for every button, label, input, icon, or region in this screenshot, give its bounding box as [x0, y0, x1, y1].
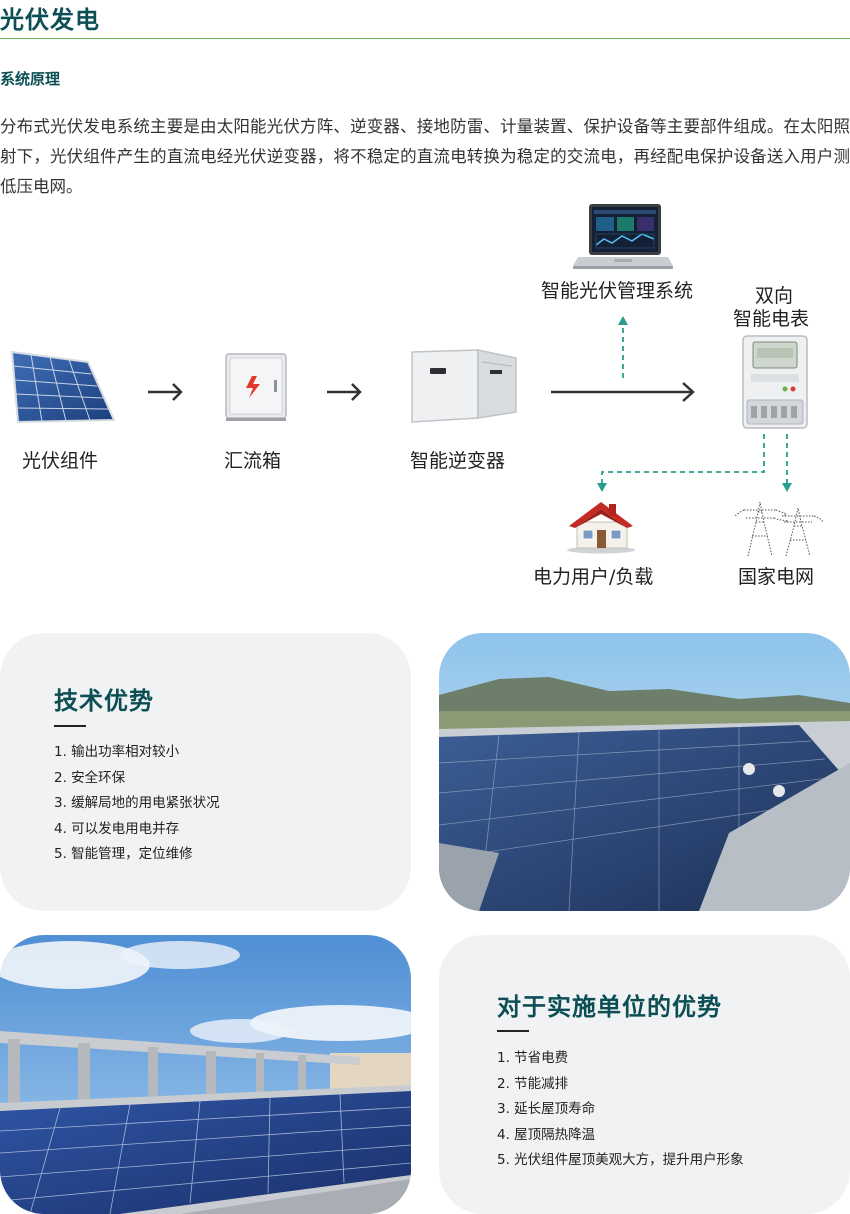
advantages-title-rule	[54, 725, 86, 727]
list-item: 3. 缓解局地的用电紧张状况	[54, 795, 220, 811]
advantages-title: 技术优势	[54, 687, 154, 715]
combiner-box-icon	[225, 353, 287, 421]
section-heading: 系统原理	[0, 70, 61, 88]
dashed-arrow-to-grid	[782, 434, 792, 492]
page-title: 光伏发电	[0, 6, 100, 34]
list-item: 4. 可以发电用电并存	[54, 820, 180, 837]
laptop-icon	[573, 204, 673, 269]
list-item: 1. 输出功率相对较小	[54, 744, 180, 760]
solar-panel-icon	[10, 350, 116, 424]
unit-benefits-list: 1. 节省电费 2. 节能减排 3. 延长屋顶寿命 4. 屋顶隔热降温 5. 光…	[497, 1046, 744, 1174]
flow-arrow-2	[327, 383, 362, 401]
house-icon	[567, 502, 635, 554]
advantages-list: 1. 输出功率相对较小 2. 安全环保 3. 缓解局地的用电紧张状况 4. 可以…	[54, 740, 220, 868]
management-system-label: 智能光伏管理系统	[541, 280, 694, 302]
list-item: 3. 延长屋顶寿命	[497, 1101, 596, 1117]
list-item: 2. 节能减排	[497, 1075, 569, 1092]
intro-paragraph: 分布式光伏发电系统主要是由太阳能光伏方阵、逆变器、接地防雷、计量装置、保护设备等…	[0, 117, 850, 196]
user-load-label: 电力用户/负载	[533, 566, 654, 588]
unit-benefits-title-rule	[497, 1030, 529, 1032]
list-item: 4. 屋顶隔热降温	[497, 1126, 596, 1143]
list-item: 2. 安全环保	[54, 769, 126, 786]
combiner-box-label: 汇流箱	[224, 450, 282, 472]
rooftop-solar-photo-1-image	[439, 633, 850, 911]
title-divider	[0, 38, 850, 39]
grid-label: 国家电网	[738, 566, 815, 588]
meter-label-line1: 双向	[755, 285, 794, 307]
rooftop-solar-photo-2-image	[0, 935, 411, 1214]
unit-benefits-title: 对于实施单位的优势	[497, 993, 722, 1021]
list-item: 5. 智能管理，定位维修	[54, 846, 193, 862]
rooftop-solar-photo-2	[0, 935, 411, 1214]
inverter-label: 智能逆变器	[410, 450, 506, 472]
flow-arrow-to-meter	[551, 382, 695, 402]
dashed-arrow-to-user	[597, 434, 765, 492]
smart-meter-icon	[742, 335, 808, 429]
inverter-icon	[411, 349, 517, 423]
list-item: 1. 节省电费	[497, 1050, 569, 1066]
list-item: 5. 光伏组件屋顶美观大方，提升用户形象	[497, 1152, 744, 1168]
advantages-card: 技术优势 1. 输出功率相对较小 2. 安全环保 3. 缓解局地的用电紧张状况 …	[0, 633, 411, 911]
meter-label-line2: 智能电表	[733, 308, 810, 330]
power-grid-icon	[734, 501, 824, 557]
flow-arrow-1	[148, 383, 183, 401]
unit-benefits-card: 对于实施单位的优势 1. 节省电费 2. 节能减排 3. 延长屋顶寿命 4. 屋…	[439, 935, 850, 1214]
pv-module-label: 光伏组件	[22, 450, 99, 472]
dashed-arrow-up	[618, 316, 628, 378]
rooftop-solar-photo-1	[439, 633, 850, 911]
